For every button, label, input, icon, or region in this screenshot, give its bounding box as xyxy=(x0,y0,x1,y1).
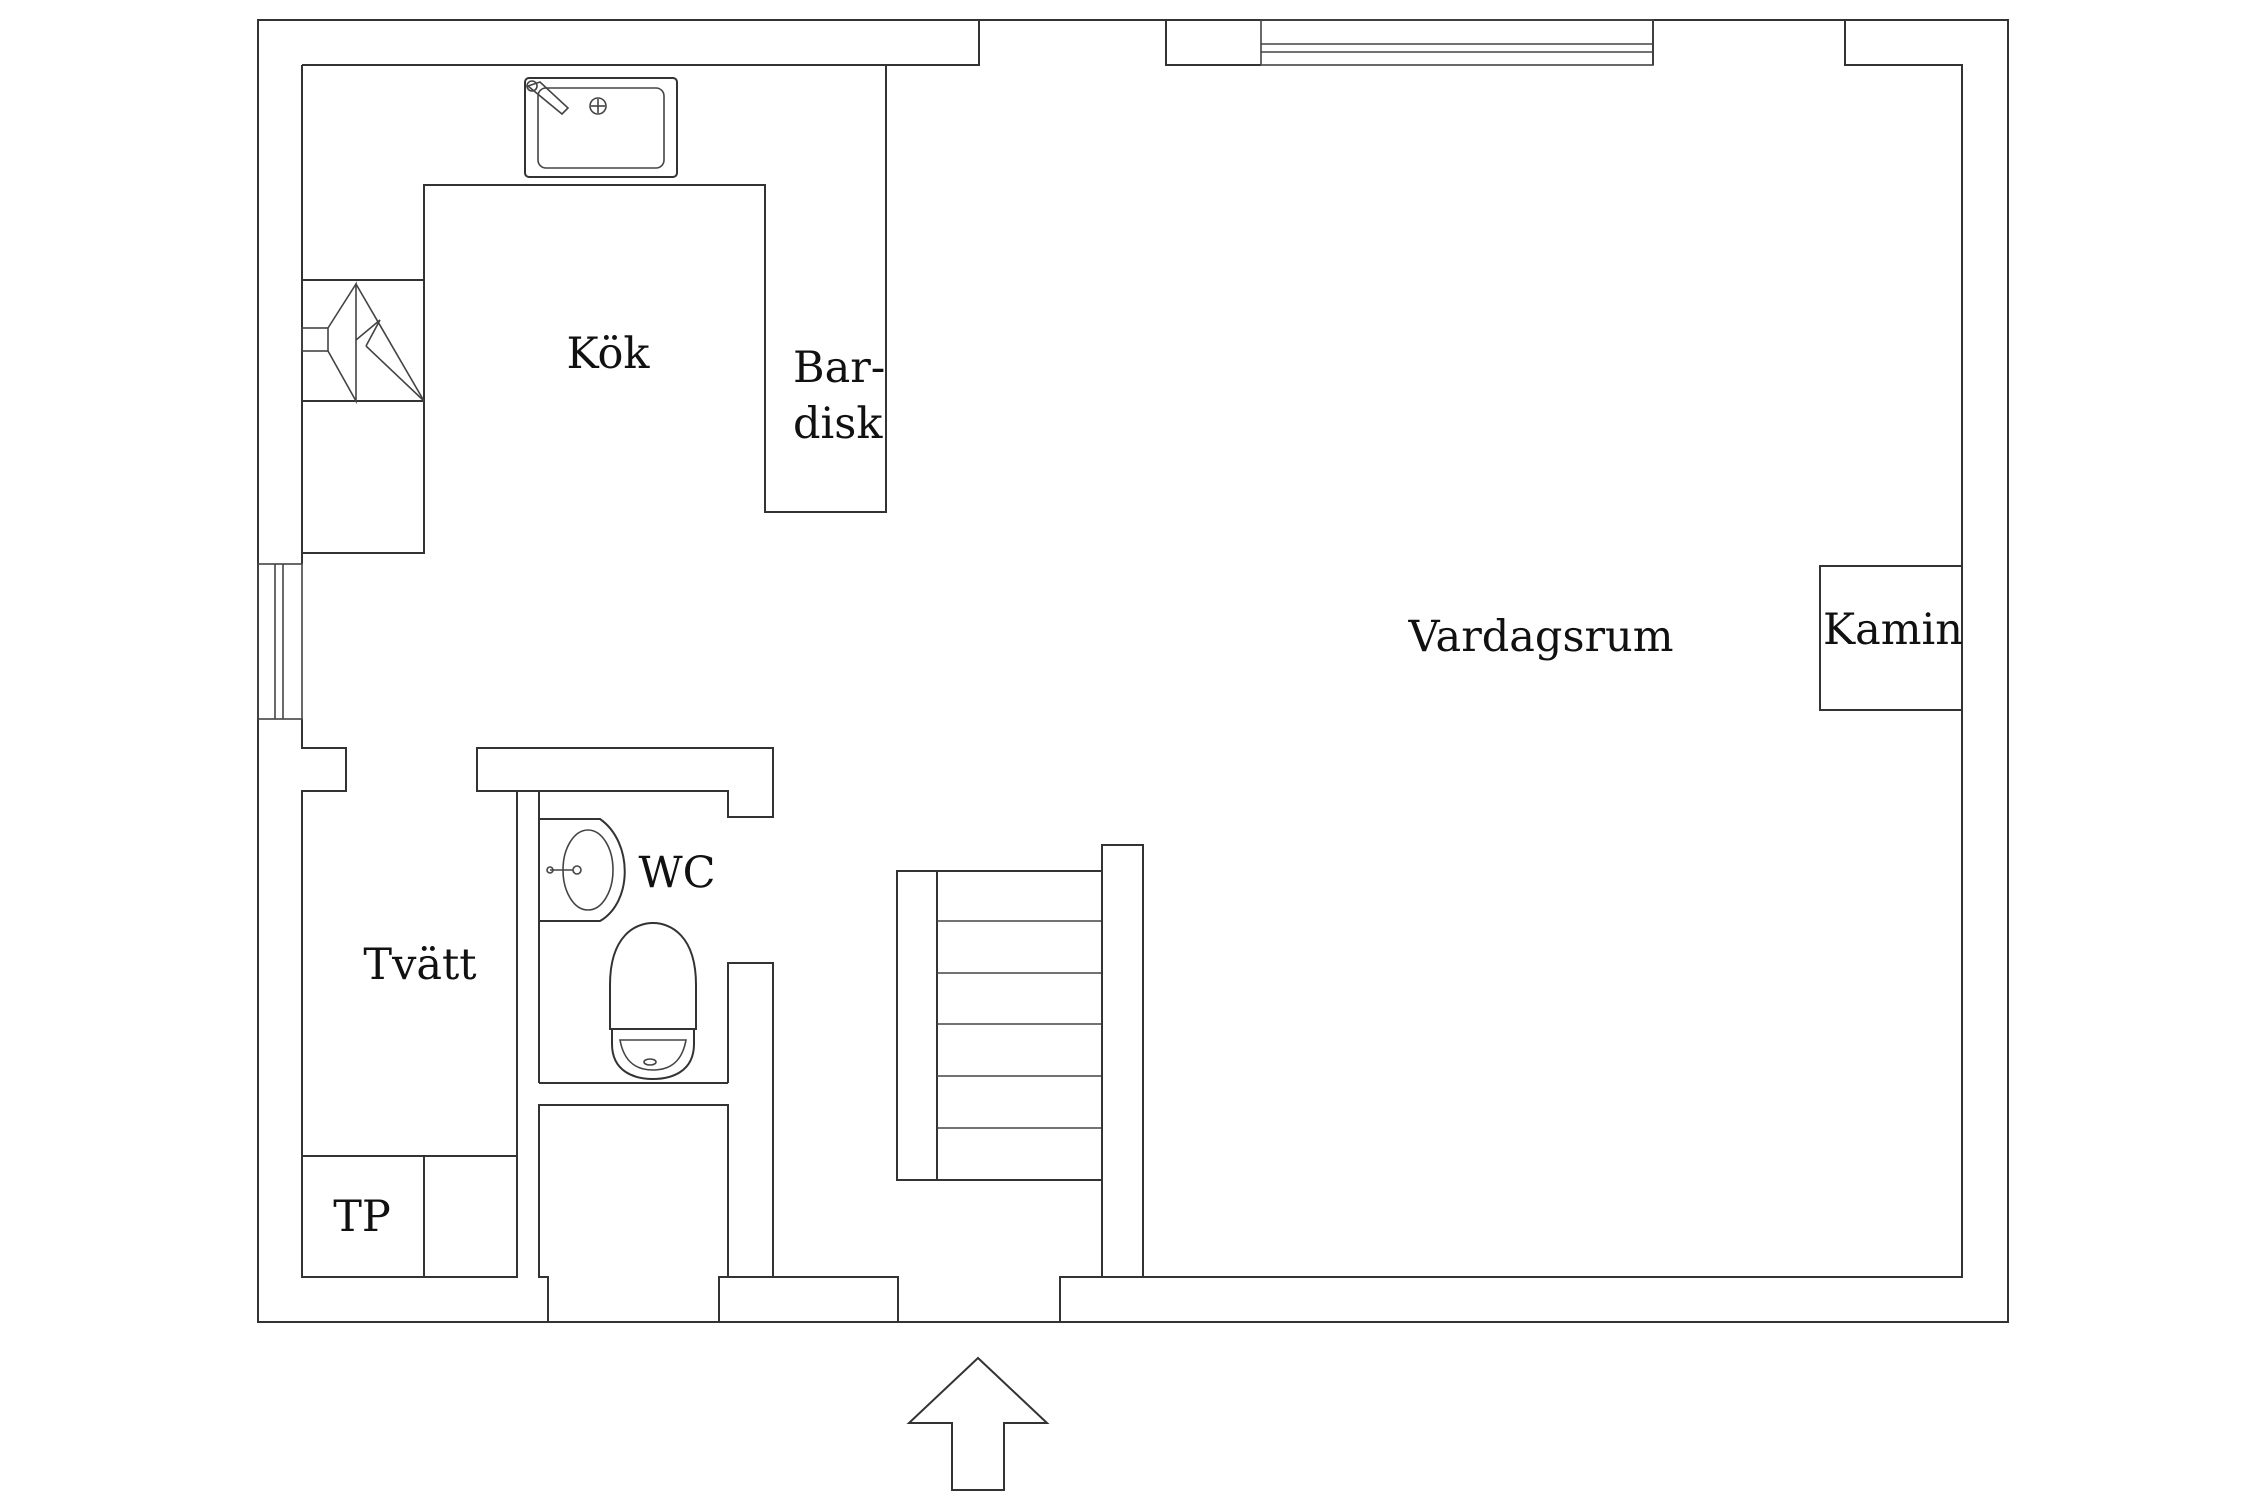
laundry-walls xyxy=(301,790,518,1278)
window-left xyxy=(257,563,303,720)
washbasin-icon xyxy=(538,818,626,922)
stairs-icon xyxy=(896,844,1144,1278)
label-bar-line2: disk xyxy=(793,399,883,449)
closet xyxy=(538,1104,729,1322)
label-wc: WC xyxy=(638,848,715,898)
sink-icon xyxy=(524,77,678,178)
label-tp: TP xyxy=(333,1192,391,1242)
label-bar-line1: Bar- xyxy=(793,343,885,393)
toilet-icon xyxy=(609,921,697,1081)
label-living-room: Vardagsrum xyxy=(1407,612,1673,662)
label-fireplace: Kamin xyxy=(1823,605,1963,655)
fireplace xyxy=(1819,565,1963,711)
stove-icon xyxy=(301,279,425,405)
entrance-arrow-icon xyxy=(906,1356,1050,1491)
label-kitchen: Kök xyxy=(567,329,651,379)
kitchen-counters xyxy=(302,65,887,554)
wc-walls xyxy=(476,747,774,1084)
window-top xyxy=(1260,19,1654,66)
label-laundry: Tvätt xyxy=(363,940,476,990)
